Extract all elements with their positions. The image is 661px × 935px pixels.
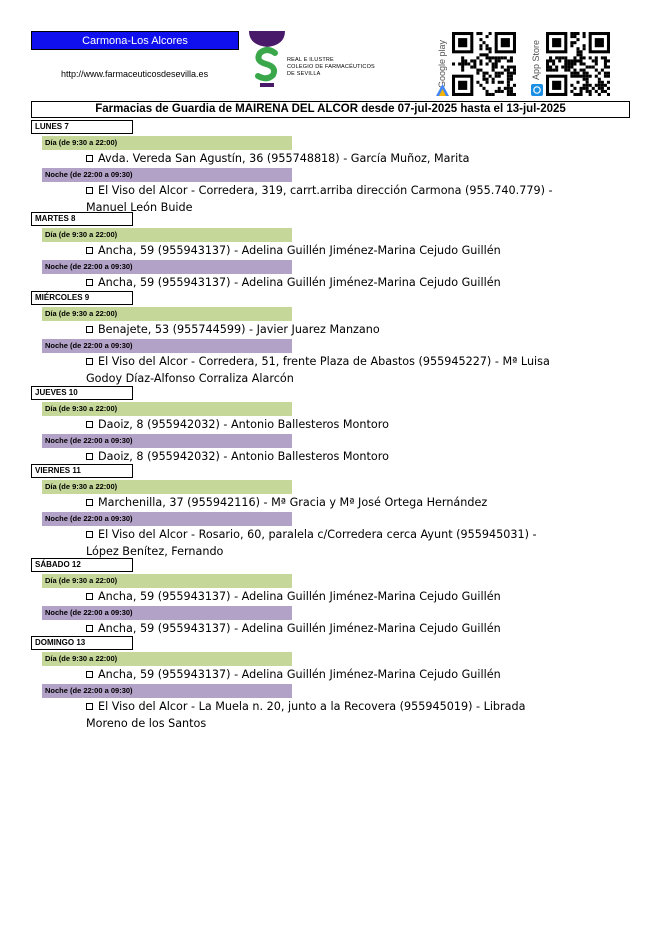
pharmacy-entry: Daoiz, 8 (955942032) - Antonio Ballester… bbox=[86, 416, 586, 433]
night-shift-label: Noche (de 22:00 a 09:30) bbox=[42, 512, 292, 526]
pharmacy-entry-line: El Viso del Alcor - Corredera, 319, carr… bbox=[86, 182, 586, 199]
night-shift-label: Noche (de 22:00 a 09:30) bbox=[42, 606, 292, 620]
pharmacy-text: El Viso del Alcor - Corredera, 51, frent… bbox=[98, 355, 550, 368]
checkbox-bullet-icon bbox=[86, 326, 93, 333]
checkbox-bullet-icon bbox=[86, 279, 93, 286]
pharmacy-text: Ancha, 59 (955943137) - Adelina Guillén … bbox=[98, 590, 501, 603]
checkbox-bullet-icon bbox=[86, 531, 93, 538]
checkbox-bullet-icon bbox=[86, 499, 93, 506]
checkbox-bullet-icon bbox=[86, 625, 93, 632]
day-shift-label: Día (de 9:30 a 22:00) bbox=[42, 402, 292, 416]
day-label: MIÉRCOLES 9 bbox=[31, 291, 133, 305]
pharmacy-entry-line: Manuel León Buide bbox=[86, 199, 586, 216]
day-label: DOMINGO 13 bbox=[31, 636, 133, 650]
pharmacy-entry-line: Ancha, 59 (955943137) - Adelina Guillén … bbox=[86, 274, 586, 291]
pharmacy-text: Ancha, 59 (955943137) - Adelina Guillén … bbox=[98, 276, 501, 289]
day-label: LUNES 7 bbox=[31, 120, 133, 134]
night-shift-label: Noche (de 22:00 a 09:30) bbox=[42, 168, 292, 182]
pharmacy-entry: El Viso del Alcor - La Muela n. 20, junt… bbox=[86, 698, 586, 732]
pharmacy-entry-line: Ancha, 59 (955943137) - Adelina Guillén … bbox=[86, 242, 586, 259]
day-shift-label: Día (de 9:30 a 22:00) bbox=[42, 228, 292, 242]
checkbox-bullet-icon bbox=[86, 247, 93, 254]
checkbox-bullet-icon bbox=[86, 593, 93, 600]
checkbox-bullet-icon bbox=[86, 421, 93, 428]
college-name: REAL E ILUSTRE COLEGIO DE FARMACÉUTICOS … bbox=[287, 57, 375, 77]
day-shift-label: Día (de 9:30 a 22:00) bbox=[42, 652, 292, 666]
pharmacy-entry-line: El Viso del Alcor - Rosario, 60, paralel… bbox=[86, 526, 586, 543]
pharmacy-entry: Daoiz, 8 (955942032) - Antonio Ballester… bbox=[86, 448, 586, 465]
pharmacy-text: El Viso del Alcor - Rosario, 60, paralel… bbox=[98, 528, 537, 541]
checkbox-bullet-icon bbox=[86, 358, 93, 365]
google-play-qr-code[interactable] bbox=[452, 32, 516, 96]
app-store-label: App Store bbox=[531, 39, 541, 80]
website-url[interactable]: http://www.farmaceuticosdesevilla.es bbox=[61, 69, 209, 79]
app-store-qr-code[interactable] bbox=[546, 32, 610, 96]
pharmacy-entry-line: El Viso del Alcor - Corredera, 51, frent… bbox=[86, 353, 586, 370]
day-shift-label: Día (de 9:30 a 22:00) bbox=[42, 136, 292, 150]
pharmacy-text: Manuel León Buide bbox=[86, 201, 193, 214]
pharmacy-entry: Ancha, 59 (955943137) - Adelina Guillén … bbox=[86, 242, 586, 259]
pharmacy-entry: Marchenilla, 37 (955942116) - Mª Gracia … bbox=[86, 494, 586, 511]
pharmacy-entry: Ancha, 59 (955943137) - Adelina Guillén … bbox=[86, 666, 586, 683]
pharmacy-text: El Viso del Alcor - La Muela n. 20, junt… bbox=[98, 700, 526, 713]
checkbox-bullet-icon bbox=[86, 671, 93, 678]
pharmacy-entry-line: Godoy Díaz-Alfonso Corraliza Alarcón bbox=[86, 370, 586, 387]
pharmacy-entry-line: El Viso del Alcor - La Muela n. 20, junt… bbox=[86, 698, 586, 715]
pharmacy-text: Daoiz, 8 (955942032) - Antonio Ballester… bbox=[98, 450, 389, 463]
google-play-label: Google play bbox=[437, 39, 447, 88]
pharmacy-entry-line: Daoiz, 8 (955942032) - Antonio Ballester… bbox=[86, 416, 586, 433]
pharmacy-entry: El Viso del Alcor - Corredera, 51, frent… bbox=[86, 353, 586, 387]
pharmacy-text: Benajete, 53 (955744599) - Javier Juarez… bbox=[98, 323, 380, 336]
day-label: JUEVES 10 bbox=[31, 386, 133, 400]
checkbox-bullet-icon bbox=[86, 703, 93, 710]
pharmacy-text: El Viso del Alcor - Corredera, 319, carr… bbox=[98, 184, 553, 197]
pharmacy-text: Marchenilla, 37 (955942116) - Mª Gracia … bbox=[98, 496, 488, 509]
night-shift-label: Noche (de 22:00 a 09:30) bbox=[42, 434, 292, 448]
day-shift-label: Día (de 9:30 a 22:00) bbox=[42, 480, 292, 494]
google-play-icon[interactable] bbox=[436, 84, 449, 96]
checkbox-bullet-icon bbox=[86, 453, 93, 460]
pharmacy-entry-line: Marchenilla, 37 (955942116) - Mª Gracia … bbox=[86, 494, 586, 511]
checkbox-bullet-icon bbox=[86, 187, 93, 194]
pharmacy-entry: Ancha, 59 (955943137) - Adelina Guillén … bbox=[86, 274, 586, 291]
pharmacy-entry-line: Daoiz, 8 (955942032) - Antonio Ballester… bbox=[86, 448, 586, 465]
day-shift-label: Día (de 9:30 a 22:00) bbox=[42, 307, 292, 321]
pharmacy-entry-line: Ancha, 59 (955943137) - Adelina Guillén … bbox=[86, 588, 586, 605]
day-label: VIERNES 11 bbox=[31, 464, 133, 478]
college-logo bbox=[249, 31, 285, 87]
night-shift-label: Noche (de 22:00 a 09:30) bbox=[42, 339, 292, 353]
pharmacy-entry-line: Benajete, 53 (955744599) - Javier Juarez… bbox=[86, 321, 586, 338]
page-title: Farmacias de Guardia de MAIRENA DEL ALCO… bbox=[31, 101, 630, 118]
pharmacy-text: Daoiz, 8 (955942032) - Antonio Ballester… bbox=[98, 418, 389, 431]
pharmacy-text: Ancha, 59 (955943137) - Adelina Guillén … bbox=[98, 668, 501, 681]
day-shift-label: Día (de 9:30 a 22:00) bbox=[42, 574, 292, 588]
pharmacy-text: Avda. Vereda San Agustín, 36 (955748818)… bbox=[98, 152, 470, 165]
pharmacy-text: López Benítez, Fernando bbox=[86, 545, 224, 558]
pharmacy-entry-line: López Benítez, Fernando bbox=[86, 543, 586, 560]
zone-label: Carmona-Los Alcores bbox=[31, 31, 239, 50]
pharmacy-entry: El Viso del Alcor - Rosario, 60, paralel… bbox=[86, 526, 586, 560]
pharmacy-entry-line: Ancha, 59 (955943137) - Adelina Guillén … bbox=[86, 666, 586, 683]
pharmacy-entry-line: Moreno de los Santos bbox=[86, 715, 586, 732]
pharmacy-entry: Ancha, 59 (955943137) - Adelina Guillén … bbox=[86, 620, 586, 637]
pharmacy-entry: El Viso del Alcor - Corredera, 319, carr… bbox=[86, 182, 586, 216]
pharmacy-entry: Ancha, 59 (955943137) - Adelina Guillén … bbox=[86, 588, 586, 605]
pharmacy-entry-line: Ancha, 59 (955943137) - Adelina Guillén … bbox=[86, 620, 586, 637]
pharmacy-entry-line: Avda. Vereda San Agustín, 36 (955748818)… bbox=[86, 150, 586, 167]
pharmacy-text: Godoy Díaz-Alfonso Corraliza Alarcón bbox=[86, 372, 294, 385]
pharmacy-entry: Benajete, 53 (955744599) - Javier Juarez… bbox=[86, 321, 586, 338]
night-shift-label: Noche (de 22:00 a 09:30) bbox=[42, 260, 292, 274]
pharmacy-text: Ancha, 59 (955943137) - Adelina Guillén … bbox=[98, 244, 501, 257]
day-label: MARTES 8 bbox=[31, 212, 133, 226]
pharmacy-text: Ancha, 59 (955943137) - Adelina Guillén … bbox=[98, 622, 501, 635]
pharmacy-text: Moreno de los Santos bbox=[86, 717, 207, 730]
pharmacy-entry: Avda. Vereda San Agustín, 36 (955748818)… bbox=[86, 150, 586, 167]
day-label: SÁBADO 12 bbox=[31, 558, 133, 572]
app-store-icon[interactable] bbox=[531, 84, 543, 96]
checkbox-bullet-icon bbox=[86, 155, 93, 162]
night-shift-label: Noche (de 22:00 a 09:30) bbox=[42, 684, 292, 698]
